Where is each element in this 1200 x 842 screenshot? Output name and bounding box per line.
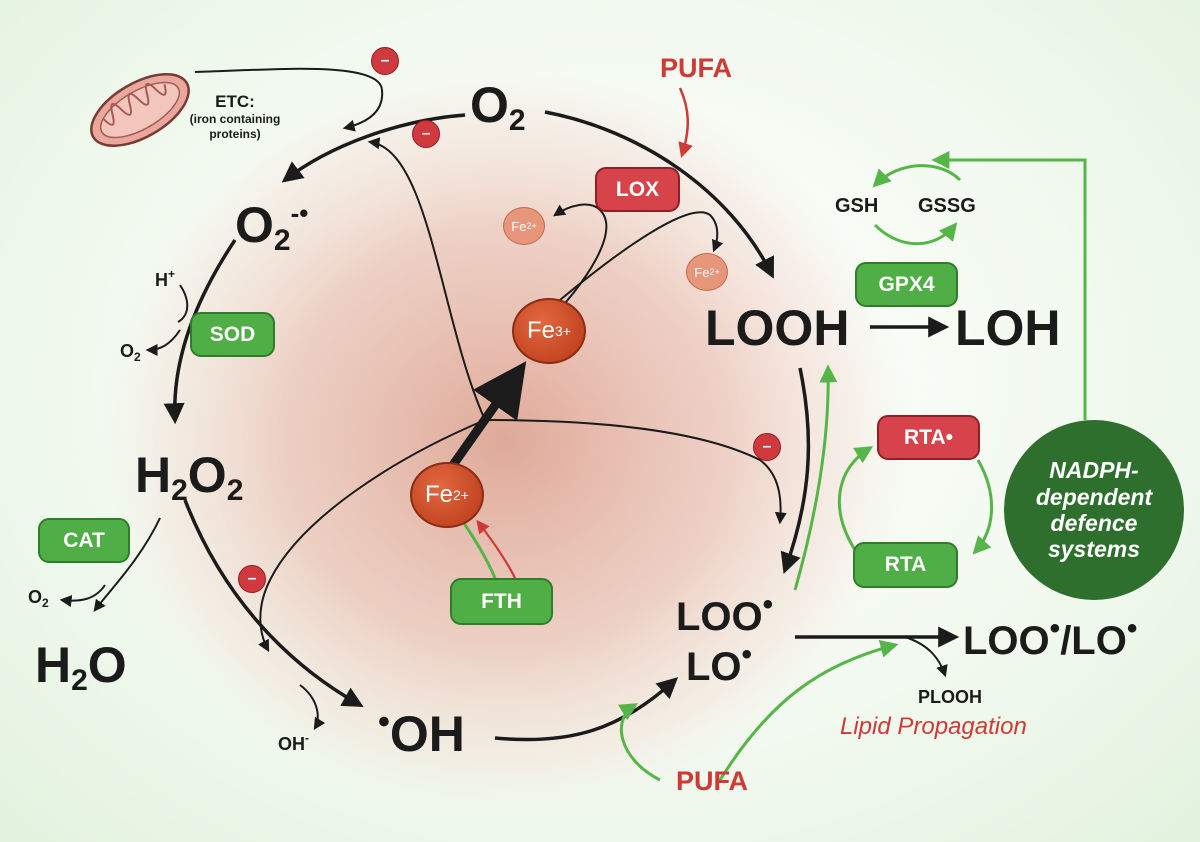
arrow-rta-cycle-right [972,459,994,555]
arrow-gsh-cycle-top [872,164,962,188]
arrow-pufa-to-propagation [718,640,899,781]
species-h2o2: H2O2 [135,447,244,507]
cell-glow [95,60,915,820]
arrow-cat-to-h2o [93,517,161,612]
enzyme-rta-radical: RTA• [877,415,980,460]
species-loo-radical: LOO• [676,588,774,639]
green-arrows [460,151,1087,782]
arrow-plooh [904,636,948,678]
label-plooh: PLOOH [918,687,983,707]
species-looh: LOOH [705,300,850,356]
nadph-defence-systems: NADPH- dependent defence systems [1004,420,1184,600]
arrow-fth-to-fe2 [460,519,497,579]
species-hydroxyl-radical: •OH [378,703,465,762]
enzyme-gpx4: GPX4 [855,262,958,307]
species-lo-radical: LO• [686,638,753,689]
species-h2o: H2O [35,637,127,697]
arrow-etc-inhibit [194,67,384,132]
arrow-hydroxyl-to-loo [494,677,679,742]
species-propagated-radicals: LOO•/LO• [963,612,1138,663]
arrow-sod-o2-out [145,329,181,356]
main-pathway-arrows [163,110,960,742]
etc-label: ETC: (iron containing proteins) [180,92,290,142]
arrow-gsh-cycle-bottom [873,222,958,246]
label-o2-from-cat: O2 [28,587,49,610]
arrow-fe3-to-small-fe [559,211,724,301]
label-o2-from-sod: O2 [120,341,141,364]
arrow-fe-to-o2-branch [367,137,486,421]
enzyme-rta: RTA [853,542,958,588]
inhibition-mark-o2: – [412,120,440,148]
arrow-looh-to-loo [780,367,811,574]
etc-subtitle: (iron containing proteins) [189,112,281,141]
arrow-fe2-to-hydroxyl-branch [258,419,486,653]
arrow-loo-to-looh-green [793,364,838,591]
enzyme-cat: CAT [38,518,130,563]
label-pufa-bottom: PUFA [676,766,749,796]
arrow-h2o2-to-hydroxyl [183,499,364,708]
species-superoxide: O2-• [235,197,309,257]
arrow-o2-to-looh [544,110,774,279]
label-gsh: GSH [835,195,879,217]
inhibition-mark-loo: – [753,433,781,461]
label-h-plus: H+ [155,267,176,290]
mitochondrion-icon [90,73,190,147]
arrow-fth-releases-fe [476,519,516,579]
etc-title: ETC: [215,92,255,111]
arrow-superoxide-to-h2o2 [163,239,237,425]
arrow-o2-to-superoxide [281,113,466,183]
label-oh-minus: OH- [278,731,309,754]
enzyme-lox: LOX [595,167,680,212]
arrow-fe3-to-lox [539,203,608,331]
species-o2: O2 [470,77,526,137]
arrow-rta-cycle-left [837,446,874,551]
arrow-fe2-to-loo-branch [484,419,787,525]
arrow-pufa-to-loo [618,703,661,782]
arrow-fe2-to-fe3 [444,361,527,475]
arrow-cat-o2-out [59,584,106,608]
species-loh: LOH [955,300,1061,356]
label-lipid-propagation: Lipid Propagation [840,713,1027,740]
arrow-oh-minus [299,684,326,731]
label-pufa-top: PUFA [660,53,733,83]
arrow-pufa-to-lox [678,87,693,158]
label-gssg: GSSG [918,195,976,217]
arrow-h-plus [177,284,189,323]
arrow-nadph-to-gssg [931,151,1087,420]
enzyme-fth: FTH [450,578,553,625]
enzyme-sod: SOD [190,312,275,357]
inhibition-mark-h2o2: – [238,565,266,593]
inhibition-mark-etc: – [371,47,399,75]
thin-arrows [59,67,948,731]
